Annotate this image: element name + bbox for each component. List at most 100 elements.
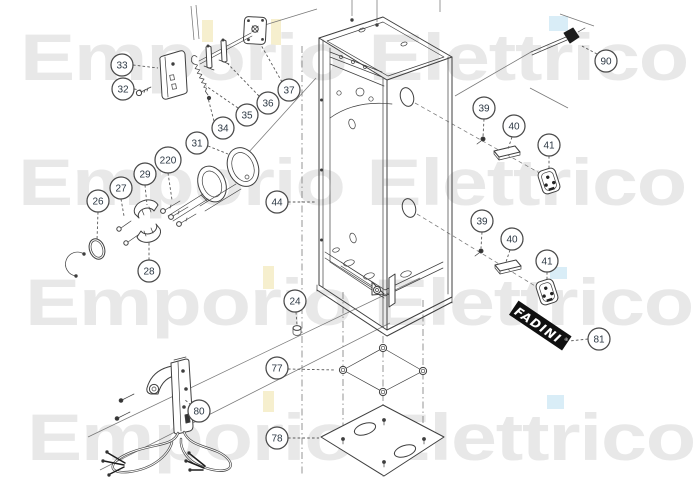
right-parts-drawing <box>474 27 586 306</box>
callout-35: 35 <box>235 103 259 127</box>
leader-line-39 <box>480 231 483 249</box>
callout-circle-77 <box>265 356 289 380</box>
callout-circle-27 <box>109 176 133 200</box>
callout-39: 39 <box>470 209 494 233</box>
callout-78: 78 <box>265 426 289 450</box>
base-mounting-drawing <box>320 343 445 477</box>
foundation-plate <box>320 404 445 477</box>
callout-number: 33 <box>116 60 128 71</box>
callout-circle-29 <box>133 162 157 186</box>
callout-circle-37 <box>277 78 301 102</box>
callout-number: 40 <box>506 234 518 245</box>
watermark-color-patch <box>263 391 274 412</box>
watermark-color-patch <box>549 16 568 31</box>
callout-number: 44 <box>271 197 283 208</box>
callout-number: 37 <box>283 85 295 96</box>
watermark-color-patch <box>271 19 281 45</box>
callout-number: 41 <box>543 140 555 151</box>
callout-number: 35 <box>241 110 253 121</box>
callout-number: 34 <box>217 123 229 134</box>
leader-line-40 <box>505 249 511 263</box>
leader-line-33 <box>132 64 159 69</box>
callout-number: 39 <box>478 103 490 114</box>
callout-circle-26 <box>86 189 110 213</box>
leader-line-35 <box>205 85 239 109</box>
leader-line-32 <box>133 88 146 92</box>
watermark-color-patch <box>202 20 213 42</box>
leader-line-24 <box>295 311 298 326</box>
callout-circle-78 <box>265 426 289 450</box>
callout-34: 34 <box>211 116 235 140</box>
callout-circle-40 <box>500 227 524 251</box>
callout-circle-24 <box>283 289 307 313</box>
callout-number: 32 <box>117 84 129 95</box>
leader-line-37 <box>260 44 283 83</box>
callout-number: 81 <box>593 334 605 345</box>
callout-81: 81 <box>587 327 611 351</box>
callout-circle-220 <box>154 146 182 174</box>
callout-27: 27 <box>109 176 133 200</box>
leader-line-77 <box>287 368 337 371</box>
callout-circle-90 <box>594 49 618 73</box>
release-lever-drawing <box>101 356 232 477</box>
callout-28: 28 <box>137 259 161 283</box>
callout-32: 32 <box>111 77 135 101</box>
callout-31: 31 <box>185 131 209 155</box>
callout-circle-39 <box>470 209 494 233</box>
watermark-text: Emporio Elettrico <box>25 265 693 339</box>
leader-line-29 <box>144 184 148 206</box>
leader-line-81 <box>568 338 589 342</box>
callout-26: 26 <box>86 189 110 213</box>
watermark-color-patch <box>263 266 274 289</box>
callout-37: 37 <box>277 78 301 102</box>
callout-number: 27 <box>115 183 127 194</box>
leader-line-31 <box>207 145 229 155</box>
registered-mark: ® <box>562 335 570 343</box>
callout-circle-34 <box>211 116 235 140</box>
callout-circle-40 <box>502 114 526 138</box>
callout-circle-81 <box>587 327 611 351</box>
watermark-color-patch <box>547 395 564 409</box>
callout-circle-80 <box>187 399 211 423</box>
callout-circle-44 <box>265 190 289 214</box>
callout-circle-41 <box>537 133 561 157</box>
callout-number: 41 <box>541 256 553 267</box>
leader-line-90 <box>579 44 598 55</box>
callout-circle-35 <box>235 103 259 127</box>
callout-number: 78 <box>271 433 283 444</box>
callout-40: 40 <box>500 227 524 251</box>
callout-number: 90 <box>600 56 612 67</box>
fadini-logo-band <box>508 300 572 351</box>
callout-41: 41 <box>537 133 561 157</box>
callout-number: 80 <box>193 406 205 417</box>
cabinet-column-drawing <box>316 16 453 337</box>
callout-number: 36 <box>262 98 274 109</box>
callout-24: 24 <box>283 289 307 313</box>
callout-33: 33 <box>110 53 134 77</box>
left-parts-drawing <box>65 16 302 336</box>
callout-circle-36 <box>256 91 280 115</box>
leader-line-34 <box>207 97 215 122</box>
callout-circle-33 <box>110 53 134 77</box>
callout-36: 36 <box>256 91 280 115</box>
callout-number: 24 <box>289 296 301 307</box>
callout-29: 29 <box>133 162 157 186</box>
callout-39: 39 <box>472 96 496 120</box>
callout-number: 39 <box>476 216 488 227</box>
callout-circle-28 <box>137 259 161 283</box>
callout-circle-39 <box>472 96 496 120</box>
callout-circle-32 <box>111 77 135 101</box>
callout-41: 41 <box>535 249 559 273</box>
callout-number: 26 <box>92 196 104 207</box>
callout-number: 31 <box>191 138 203 149</box>
callout-number: 40 <box>508 121 520 132</box>
callout-number: 29 <box>139 169 151 180</box>
leader-line-39 <box>482 118 485 138</box>
callout-44: 44 <box>265 190 289 214</box>
callout-circle-31 <box>185 131 209 155</box>
callout-220: 220 <box>154 146 182 174</box>
